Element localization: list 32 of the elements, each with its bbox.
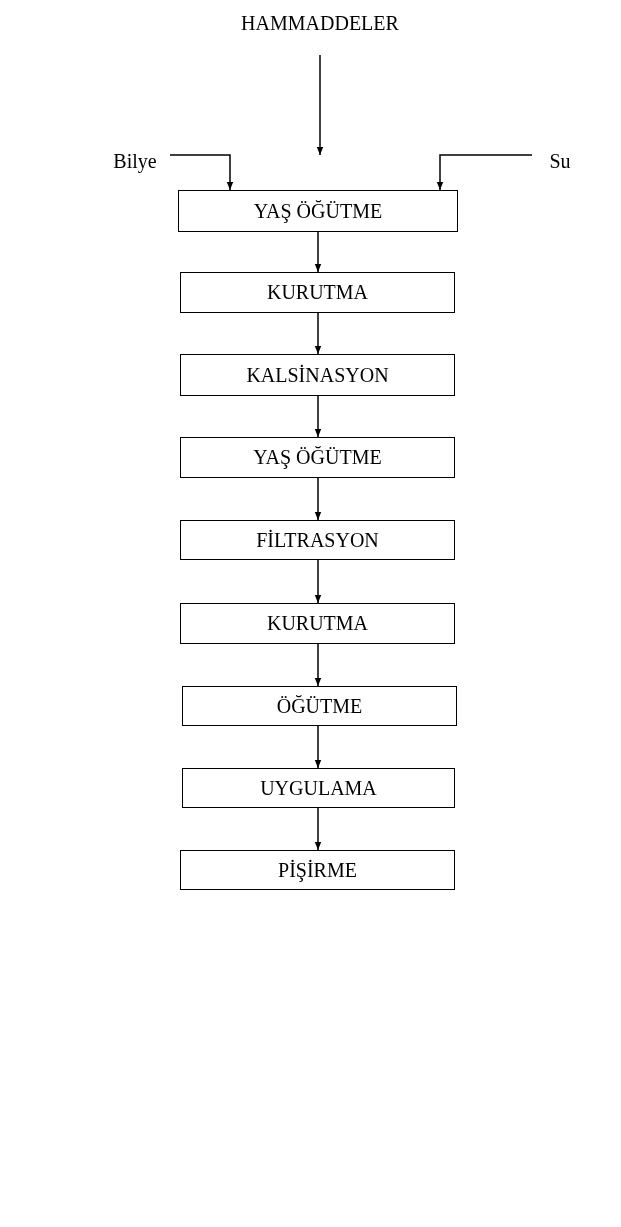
process-box: [182, 768, 455, 808]
process-box: [178, 190, 458, 232]
process-box: [180, 354, 455, 396]
process-box: [180, 437, 455, 478]
step-label: YAŞ ÖĞÜTME: [253, 199, 383, 223]
arrow: [314, 559, 322, 604]
process-box: [180, 520, 455, 560]
step-label: KURUTMA: [266, 281, 369, 304]
arrow: [314, 231, 322, 273]
input-label: HAMMADDELER: [220, 8, 420, 38]
arrow: [314, 312, 322, 355]
arrow: [314, 643, 322, 687]
step-label: YAŞ ÖĞÜTME: [253, 446, 382, 469]
step-label: UYGULAMA: [260, 776, 377, 800]
process-box: [180, 272, 455, 313]
input-label: Su: [540, 146, 580, 176]
process-box: [182, 686, 457, 726]
step-label: FİLTRASYON: [256, 528, 379, 552]
arrow: [314, 395, 322, 438]
input-label: Bilye: [100, 146, 170, 176]
step-label: KALSİNASYON: [246, 363, 389, 387]
step-label: KURUTMA: [266, 612, 369, 635]
process-box: [180, 850, 455, 890]
arrow: [169, 154, 234, 191]
arrow: [314, 477, 322, 521]
arrow: [436, 154, 533, 191]
arrow: [314, 807, 322, 851]
step-label: ÖĞÜTME: [276, 694, 363, 718]
step-label: PİŞİRME: [278, 858, 357, 882]
arrow: [314, 725, 322, 769]
process-box: [180, 603, 455, 644]
arrow: [316, 54, 324, 156]
